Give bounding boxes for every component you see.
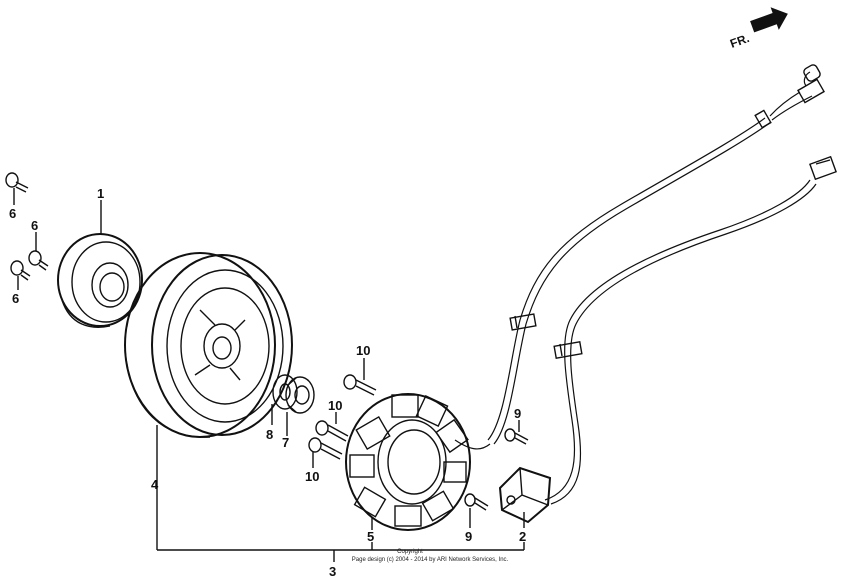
direction-label: FR. <box>728 31 751 51</box>
label-part-3: 3 <box>329 564 336 579</box>
bolt-9-upper <box>504 428 529 445</box>
bolt-6-a <box>5 172 29 193</box>
label-part-6a: 6 <box>9 206 16 221</box>
leader-lines <box>13 188 525 562</box>
label-part-4: 4 <box>151 477 159 492</box>
bolt-10-low <box>308 437 343 460</box>
label-part-1: 1 <box>97 186 104 201</box>
stator <box>345 393 471 531</box>
label-part-7: 7 <box>282 435 289 450</box>
label-part-6b: 6 <box>31 218 38 233</box>
pulse-generator <box>498 466 552 524</box>
label-part-6c: 6 <box>12 291 19 306</box>
label-part-9a: 9 <box>514 406 521 421</box>
wire-harness <box>454 64 837 505</box>
bolt-10-mid <box>315 420 349 442</box>
bolt-10-top <box>343 374 377 396</box>
flywheel-nut <box>285 376 315 414</box>
bolt-9-lower <box>464 493 489 511</box>
copyright-line-2: Page design (c) 2004 - 2014 by ARI Netwo… <box>352 557 509 563</box>
label-part-10c: 10 <box>305 469 319 484</box>
label-part-10a: 10 <box>356 343 370 358</box>
bolt-6-c <box>10 260 31 281</box>
front-direction-arrow-icon <box>750 7 788 33</box>
starter-clutch <box>57 233 143 328</box>
label-part-2: 2 <box>519 529 526 544</box>
flywheel-rotor <box>124 252 293 438</box>
label-part-5: 5 <box>367 529 374 544</box>
copyright-line-1: Copyright <box>397 549 423 555</box>
label-part-8: 8 <box>266 427 273 442</box>
washer <box>272 374 298 410</box>
label-part-9b: 9 <box>465 529 472 544</box>
bolt-6-b <box>28 250 49 271</box>
label-part-10b: 10 <box>328 398 342 413</box>
